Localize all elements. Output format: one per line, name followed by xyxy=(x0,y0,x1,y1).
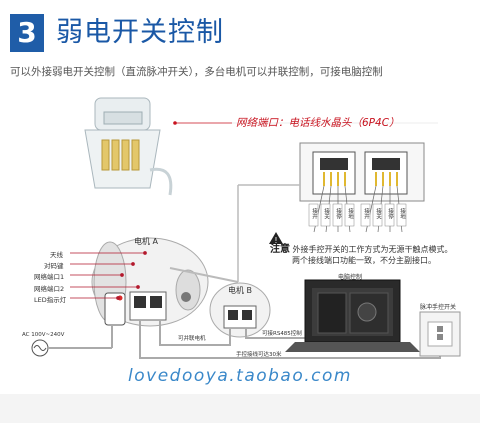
power-plug-icon xyxy=(31,325,113,357)
note-line2: 两个接线端口功能一致，不分主副接口。 xyxy=(292,256,436,265)
warning-icon: ! xyxy=(269,232,283,245)
page-title: 弱电开关控制 xyxy=(56,17,224,48)
label-antenna: 天线 xyxy=(50,251,63,259)
label-pair-button: 对码键 xyxy=(44,262,64,270)
pin-label: 接开 xyxy=(363,208,369,219)
pin-label: 接开 xyxy=(311,208,317,219)
pin-label: 接停 xyxy=(387,208,393,219)
network-port-label: 网络端口：电话线水晶头（6P4C） xyxy=(236,117,400,129)
rj-connector-image xyxy=(84,97,173,196)
watermark-text: lovedooya.taobao.com xyxy=(128,366,352,386)
note-head: 注意 xyxy=(270,244,290,255)
pin-label: 接地 xyxy=(399,208,405,219)
section-number-badge: 3 xyxy=(10,14,44,52)
power-label: AC 100V~240V xyxy=(22,332,65,338)
switch-label: 脉冲手控开关 xyxy=(420,304,457,311)
pin-label: 接关 xyxy=(375,208,381,219)
pin-label: 接关 xyxy=(323,208,329,219)
motor-b-title: 电机 B xyxy=(228,286,253,295)
svg-text:!: ! xyxy=(274,236,277,245)
pinout-panel xyxy=(299,142,425,233)
label-port2: 网络端口2 xyxy=(34,285,65,293)
laptop-label: 电脑控制 xyxy=(338,274,363,281)
bottom-strip xyxy=(0,394,480,423)
pulse-switch-image xyxy=(419,311,461,357)
parallel-wire-label: 可并联电机 xyxy=(178,336,206,342)
page-subtitle: 可以外接弱电开关控制（直流脉冲开关），多台电机可以并联控制，可接电脑控制 xyxy=(10,66,383,78)
pin-label: 接停 xyxy=(335,208,341,219)
rs485-wire-label: 可接RS485控制 xyxy=(262,331,302,337)
laptop-image xyxy=(285,279,420,352)
label-port1: 网络端口1 xyxy=(34,273,65,281)
length-wire-label: 手控接线可达30米 xyxy=(236,352,282,358)
warning-note: 注意 外接手控开关的工作方式为无源干触点模式。 两个接线端口功能一致，不分主副接… xyxy=(270,244,453,266)
pin-label: 接地 xyxy=(347,208,353,219)
note-line1: 外接手控开关的工作方式为无源干触点模式。 xyxy=(292,245,453,254)
motor-a-image xyxy=(91,237,209,327)
motor-b-image xyxy=(209,282,271,338)
motor-a-title: 电机 A xyxy=(134,237,159,246)
label-led: LED指示灯 xyxy=(34,296,67,304)
